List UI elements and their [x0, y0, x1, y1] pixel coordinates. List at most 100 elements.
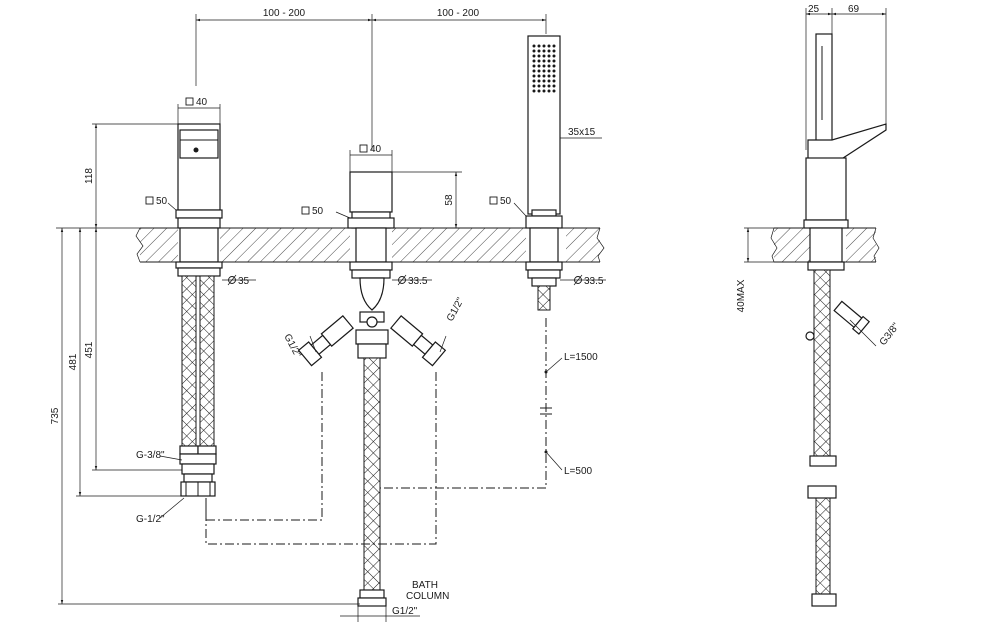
square-icon	[301, 206, 310, 215]
spray-nozzle	[537, 89, 541, 93]
length-481-label: 481	[68, 353, 79, 370]
spray-nozzle	[542, 84, 546, 88]
spray-nozzle	[537, 59, 541, 63]
text-labels: 100 - 200 100 - 200 40 40 50 50 50 118 5…	[50, 4, 902, 617]
spray-nozzle	[542, 44, 546, 48]
length-451-label: 451	[84, 341, 95, 358]
mixer-height-label: 118	[84, 168, 95, 184]
spray-nozzle	[537, 69, 541, 73]
hose-length-500-label: L=500	[564, 466, 593, 477]
spray-nozzle	[547, 89, 551, 93]
diverter-hose	[357, 357, 387, 607]
spray-nozzle	[547, 69, 551, 73]
spray-nozzle	[547, 64, 551, 68]
length-735-label: 735	[50, 407, 61, 424]
side-25-label: 25	[808, 4, 820, 15]
mixer-hoses	[179, 275, 217, 497]
spray-nozzle	[532, 74, 536, 78]
spray-nozzle	[537, 64, 541, 68]
spray-nozzle	[552, 49, 556, 53]
spray-nozzle	[542, 64, 546, 68]
diameter-icon	[573, 274, 583, 286]
spray-nozzle	[552, 64, 556, 68]
mixer-square-label: 40	[196, 97, 208, 108]
diverter-height-label: 58	[444, 194, 455, 206]
spray-nozzle	[532, 89, 536, 93]
shower-flange-label: 50	[500, 196, 512, 207]
diverter-square-label: 40	[370, 144, 382, 155]
mixer-body	[175, 123, 223, 277]
thread-g12-a-label: G1/2"	[281, 332, 303, 360]
spray-nozzle	[532, 54, 536, 58]
side-view-handshower	[803, 33, 887, 607]
spray-nozzle	[552, 59, 556, 63]
spacing-right-label: 100 - 200	[437, 8, 480, 19]
spray-nozzle	[547, 79, 551, 83]
spray-nozzle	[542, 59, 546, 63]
spray-nozzle	[532, 44, 536, 48]
mixer-hole-label: 35	[238, 276, 250, 287]
hose-routing-lines	[205, 318, 552, 545]
diameter-icon	[227, 274, 237, 286]
bath-column-label-line1: BATH	[412, 580, 438, 591]
diverter-flange-label: 50	[312, 206, 324, 217]
spray-nozzle	[542, 49, 546, 53]
side-view-deck	[770, 227, 880, 263]
spray-nozzle	[552, 69, 556, 73]
spray-nozzle	[537, 54, 541, 58]
spray-nozzle	[552, 84, 556, 88]
spray-nozzle	[547, 84, 551, 88]
shower-hole-label: 33.5	[584, 276, 604, 287]
thread-g12-bottom-label: G1/2"	[392, 606, 418, 617]
spray-nozzle	[547, 74, 551, 78]
spray-nozzle	[547, 59, 551, 63]
spray-nozzle	[552, 54, 556, 58]
spray-nozzle	[537, 84, 541, 88]
spray-nozzle	[552, 79, 556, 83]
mixer-flange-label: 50	[156, 196, 168, 207]
side-40max-label: 40MAX	[736, 279, 747, 312]
hose-length-1500-label: L=1500	[564, 352, 598, 363]
dimension-lines	[56, 14, 606, 622]
spray-nozzle	[537, 79, 541, 83]
spray-nozzle	[532, 59, 536, 63]
spacing-left-label: 100 - 200	[263, 8, 306, 19]
spray-nozzle	[532, 69, 536, 73]
spray-nozzle	[532, 79, 536, 83]
thread-g38-left-label: G-3/8"	[136, 450, 165, 461]
spray-nozzle	[542, 54, 546, 58]
spray-nozzle	[547, 44, 551, 48]
side-thread-label: G3/8"	[878, 321, 902, 348]
spray-nozzle	[542, 79, 546, 83]
bath-column-label-line2: COLUMN	[406, 591, 449, 602]
spray-nozzle	[537, 49, 541, 53]
square-icon	[145, 196, 154, 205]
spray-nozzle	[552, 74, 556, 78]
diverter-body	[347, 171, 395, 359]
spray-nozzle	[532, 49, 536, 53]
diverter-left-inlet	[297, 315, 354, 367]
diverter-hole-label: 33.5	[408, 276, 428, 287]
spray-nozzle	[542, 89, 546, 93]
square-icon	[185, 97, 194, 106]
spray-nozzle	[552, 89, 556, 93]
diameter-icon	[397, 274, 407, 286]
side-69-label: 69	[848, 4, 860, 15]
spray-nozzle	[537, 44, 541, 48]
spray-nozzle	[542, 69, 546, 73]
thread-g12-b-label: G1/2"	[445, 296, 467, 324]
thread-g12-left-label: G-1/2"	[136, 514, 165, 525]
square-icon	[359, 144, 368, 153]
spray-nozzle	[552, 44, 556, 48]
spray-nozzle	[542, 74, 546, 78]
handshower-section-label: 35x15	[568, 127, 596, 138]
spray-nozzle	[537, 74, 541, 78]
spray-nozzle	[532, 84, 536, 88]
side-view-dimensions	[744, 8, 887, 347]
spray-nozzles	[532, 44, 556, 93]
square-icon	[489, 196, 498, 205]
diverter-right-inlet	[390, 315, 447, 367]
spray-nozzle	[547, 49, 551, 53]
spray-nozzle	[547, 54, 551, 58]
